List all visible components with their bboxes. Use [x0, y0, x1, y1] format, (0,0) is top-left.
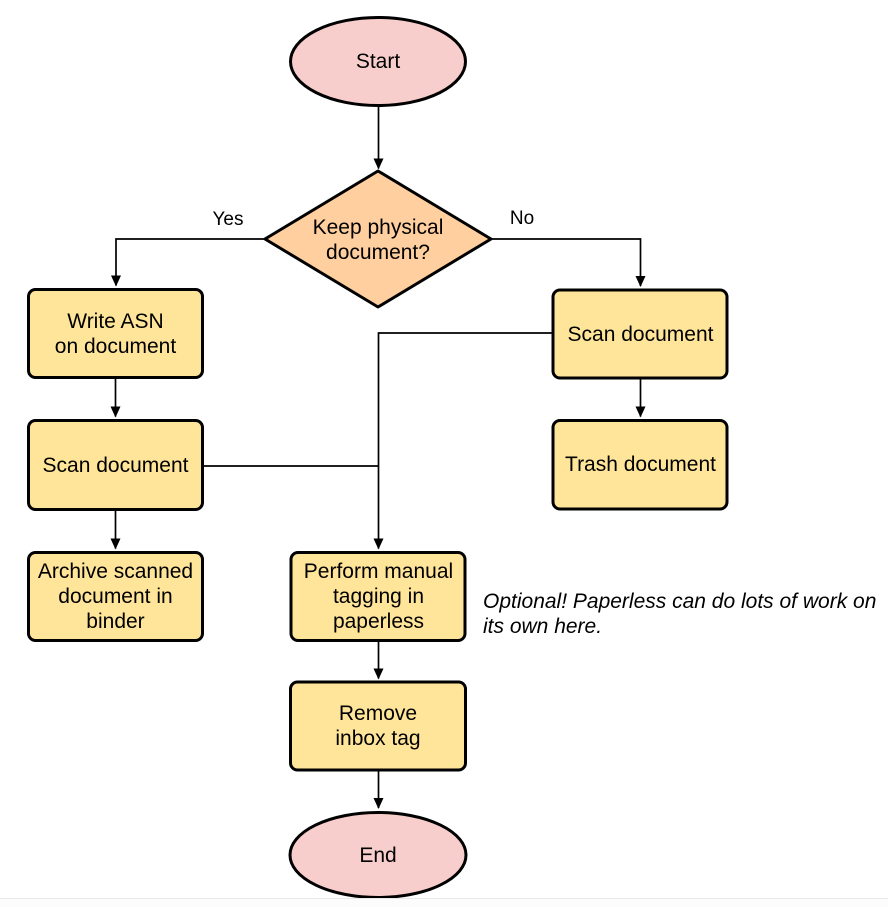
start-node-shape: [289, 16, 467, 107]
write-asn-node-shape: [27, 288, 204, 379]
decision-node-shape: [263, 169, 493, 309]
annotation-text: Optional! Paperless can do lots of work …: [483, 590, 877, 638]
end-node-shape: [288, 811, 468, 899]
scan-left-node-shape: [27, 419, 204, 511]
bottom-window-edge: [0, 898, 888, 907]
remove-inbox-node-shape: [289, 680, 467, 772]
trash-node-shape: [551, 419, 729, 511]
scan-right-node-shape: [551, 288, 729, 380]
perform-tagging-node-shape: [289, 551, 467, 642]
edge-decision-no-to-scan-right: [491, 238, 646, 287]
edge-scan-right-to-perform-tagging: [373, 332, 553, 550]
edge-decision-yes-to-write-asn: [111, 238, 265, 287]
archive-node-shape: [27, 551, 204, 642]
